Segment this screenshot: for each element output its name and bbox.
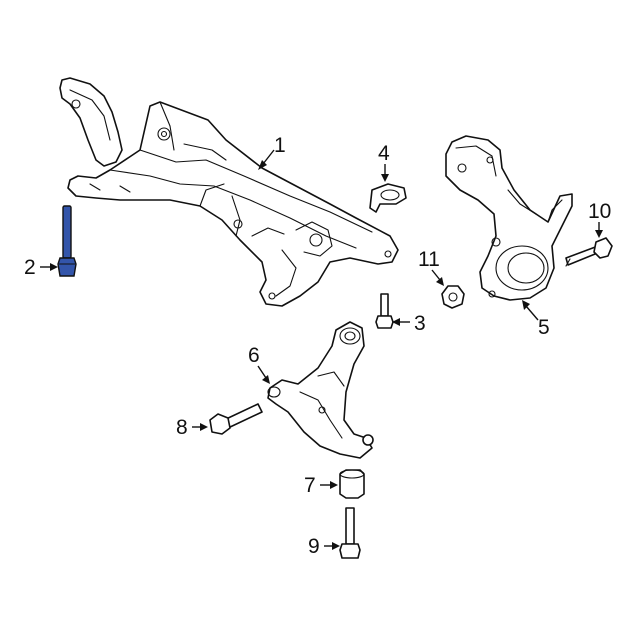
callout-3: 3 — [392, 312, 426, 335]
callout-10: 10 — [588, 200, 611, 238]
svg-text:2: 2 — [24, 256, 36, 279]
callout-2: 2 — [24, 256, 58, 279]
svg-text:8: 8 — [176, 416, 188, 439]
clip-part-4[interactable] — [369, 183, 407, 213]
nut-part-11[interactable] — [441, 285, 465, 309]
bolt-part-2[interactable] — [57, 205, 77, 277]
bolt-part-9[interactable] — [339, 507, 361, 559]
svg-text:3: 3 — [414, 312, 426, 335]
callout-1: 1 — [258, 134, 286, 170]
callout-7: 7 — [304, 474, 338, 497]
svg-text:7: 7 — [304, 474, 316, 497]
knuckle-part-5[interactable] — [445, 135, 573, 301]
svg-text:10: 10 — [588, 200, 611, 223]
callout-6: 6 — [248, 344, 270, 384]
control-arm-part-6[interactable] — [267, 321, 374, 459]
svg-text:5: 5 — [538, 316, 550, 339]
svg-text:4: 4 — [378, 142, 390, 165]
callout-11: 11 — [418, 248, 444, 286]
svg-text:9: 9 — [308, 535, 320, 558]
callout-8: 8 — [176, 416, 208, 439]
svg-text:11: 11 — [418, 248, 440, 271]
svg-text:6: 6 — [248, 344, 260, 367]
callout-5: 5 — [522, 300, 550, 339]
subframe-part-1[interactable] — [59, 77, 399, 307]
bolt-part-10[interactable] — [565, 237, 613, 267]
bushing-part-7[interactable] — [339, 469, 365, 499]
svg-text:1: 1 — [274, 134, 286, 157]
callout-4: 4 — [378, 142, 390, 182]
bolt-part-8[interactable] — [209, 403, 263, 435]
callout-9: 9 — [308, 535, 340, 558]
bolt-part-3[interactable] — [375, 293, 394, 329]
